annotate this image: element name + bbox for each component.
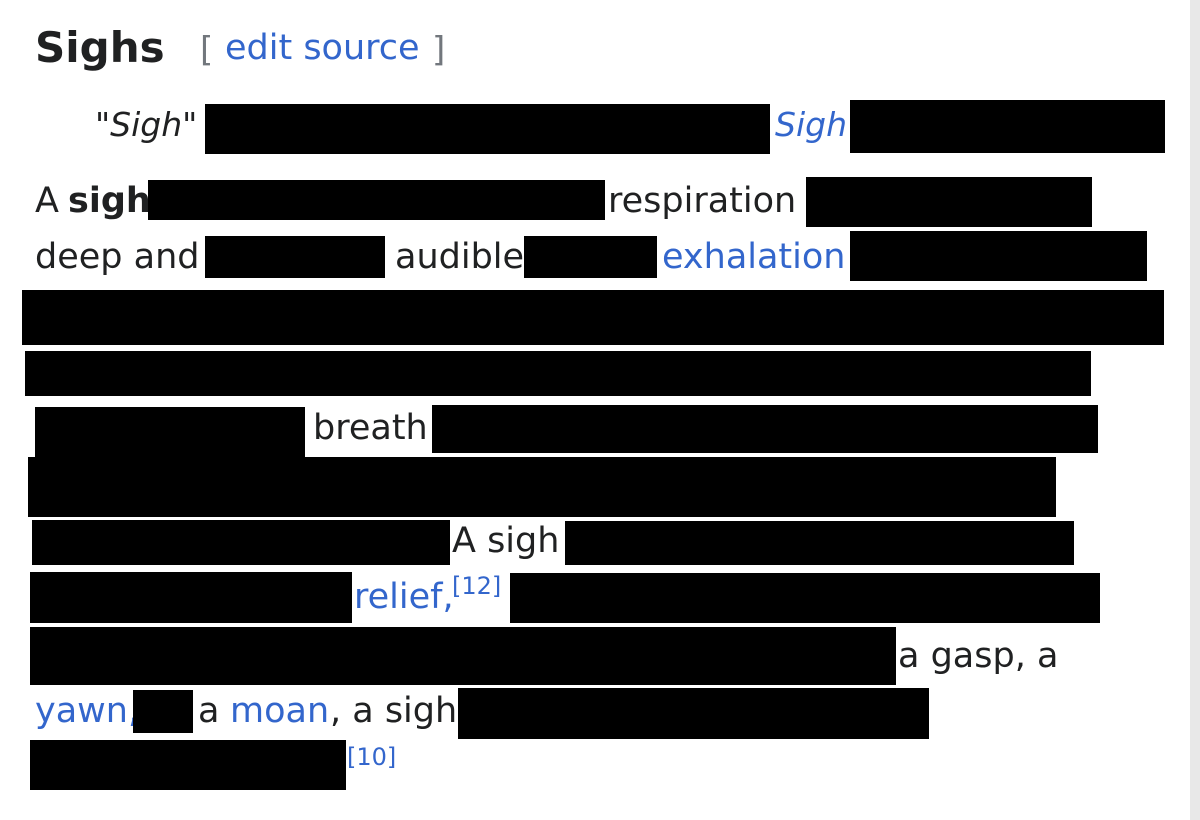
redaction-block	[30, 572, 352, 623]
redaction-block	[524, 236, 657, 278]
redaction-block	[458, 688, 929, 739]
section-heading: Sighs	[35, 23, 165, 72]
redaction-block	[565, 521, 1074, 565]
redaction-block	[850, 231, 1147, 281]
hatnote-quote: "Sigh"	[95, 105, 198, 144]
redaction-block	[28, 457, 1056, 517]
text-breath: breath	[313, 408, 428, 448]
redaction-block	[25, 351, 1091, 396]
text-a-sigh: A sigh	[452, 521, 560, 561]
text-article: A	[35, 181, 59, 221]
redaction-block	[806, 177, 1092, 227]
text-a: a	[198, 691, 220, 731]
hatnote-sigh-link[interactable]: Sigh	[775, 105, 847, 144]
text-a-gasp: a gasp, a	[898, 636, 1059, 676]
redaction-block	[22, 290, 1164, 345]
edit-bracket-open: [	[200, 30, 214, 70]
exhalation-link[interactable]: exhalation	[662, 237, 846, 277]
redaction-block	[30, 627, 896, 685]
text-comma-a-sigh: , a sigh	[330, 691, 458, 731]
redaction-block	[432, 405, 1098, 453]
redaction-block	[35, 407, 305, 457]
redaction-block	[30, 740, 346, 790]
text-audible: audible	[395, 237, 525, 277]
edit-source-link[interactable]: edit source	[225, 28, 420, 68]
redaction-block	[205, 104, 770, 154]
relief-link[interactable]: relief,	[354, 577, 454, 617]
redaction-block	[205, 236, 385, 278]
citation-12-link[interactable]: [12]	[452, 572, 502, 600]
text-term-sigh: sigh	[68, 181, 151, 221]
text-deep-and: deep and	[35, 237, 200, 277]
redaction-block	[510, 573, 1100, 623]
moan-link[interactable]: moan	[230, 691, 330, 731]
edit-bracket-close: ]	[432, 30, 446, 70]
redaction-block	[32, 520, 450, 565]
citation-10-link[interactable]: [10]	[347, 743, 397, 771]
redaction-block	[850, 100, 1165, 153]
redaction-block	[148, 180, 605, 220]
scrollbar[interactable]	[1190, 0, 1200, 820]
text-respiration: respiration	[608, 181, 797, 221]
redaction-block	[133, 690, 193, 733]
yawn-link[interactable]: yawn,	[35, 691, 140, 731]
